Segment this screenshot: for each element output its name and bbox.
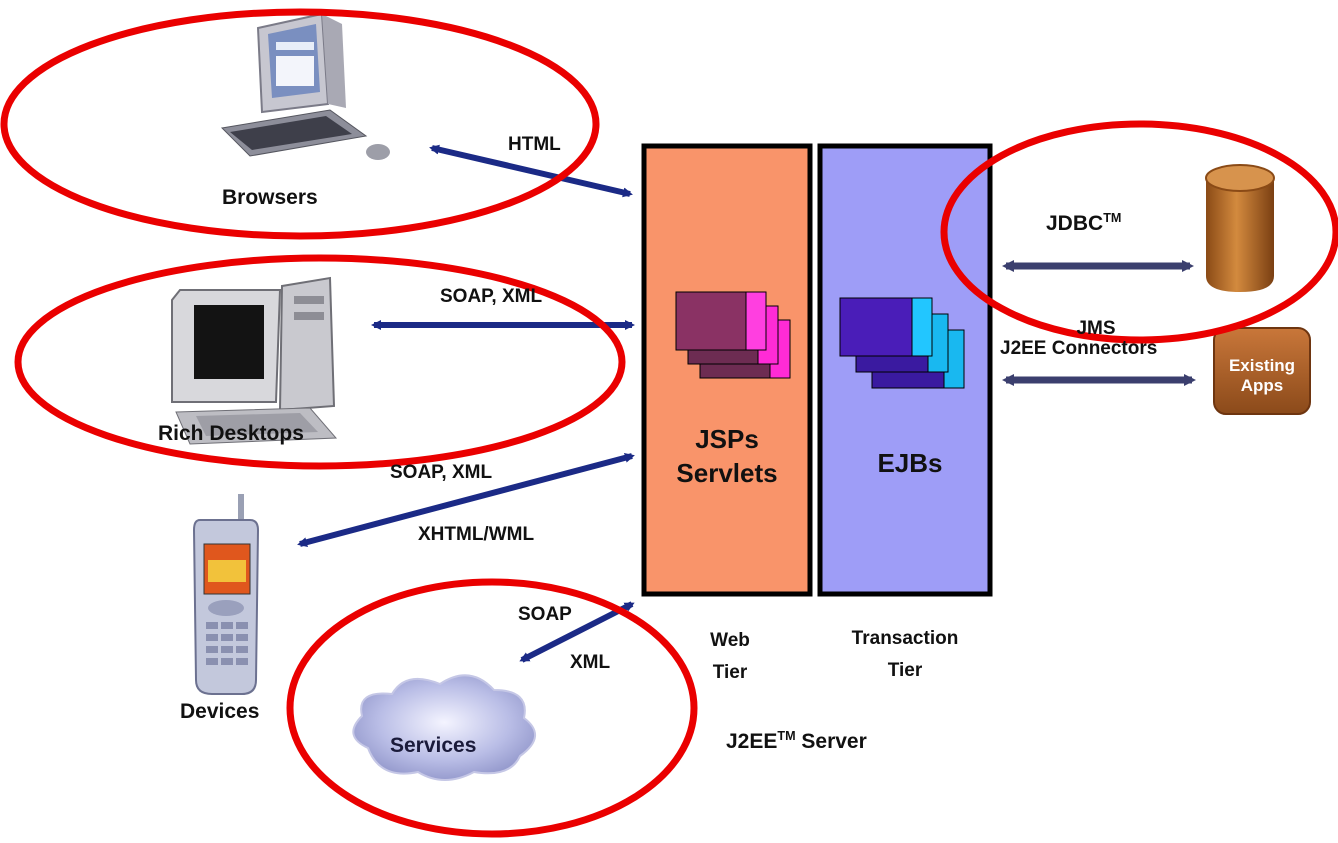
html-protocol-label: HTML: [508, 134, 561, 155]
arrow-services-web-tier: [519, 601, 635, 663]
highlight-ellipses: [0, 8, 1338, 838]
jsp-pages-icon: [675, 291, 791, 379]
highlight-rich-desktops: [14, 254, 626, 470]
ejbs-label: EJBs: [877, 448, 943, 478]
services-cloud-icon: [352, 674, 536, 781]
rich-desktop-icon: [171, 276, 338, 445]
highlight-jdbc-database: [940, 120, 1338, 344]
jdbc-label: JDBCTM: [1046, 211, 1122, 235]
xhtml-wml-label: XHTML/WML: [418, 524, 535, 545]
servlets-label: Servlets: [676, 458, 778, 488]
jsps-label: JSPs: [695, 424, 759, 454]
jms-label: JMS: [1076, 318, 1116, 339]
transaction-tier-label-line1: Transaction: [851, 628, 959, 649]
xml-label: XML: [570, 652, 611, 673]
rich-desktops-label: Rich Desktops: [158, 422, 304, 445]
web-tier-label-line2: Tier: [712, 662, 748, 683]
devices-label: Devices: [180, 700, 260, 723]
soap-label: SOAP: [518, 604, 572, 625]
ejb-pages-icon: [839, 297, 965, 389]
j2ee-server-label: J2EETM Server: [726, 729, 867, 753]
transaction-tier-label-line2: Tier: [887, 660, 923, 681]
existing-apps-icon: [1213, 327, 1311, 415]
soap-xml-desktop-label: SOAP, XML: [440, 286, 543, 307]
connection-arrows: [297, 144, 635, 663]
j2ee-connectors-label: J2EE Connectors: [1000, 338, 1158, 359]
arrow-devices-web-tier: [297, 452, 635, 548]
highlight-services: [286, 578, 698, 838]
phone-icon: [192, 494, 260, 695]
highlight-browsers: [0, 8, 600, 240]
browser-computer-icon: [220, 12, 390, 160]
services-label: Services: [390, 734, 477, 757]
soap-xml-devices-label: SOAP, XML: [390, 462, 493, 483]
arrow-browsers-web-tier: [429, 144, 633, 198]
existing-apps-label-line2: Apps: [1240, 376, 1284, 395]
database-icon: [1205, 164, 1275, 292]
web-tier-label-line1: Web: [710, 630, 750, 651]
browsers-label: Browsers: [222, 186, 318, 209]
existing-apps-label-line1: Existing: [1228, 356, 1296, 375]
